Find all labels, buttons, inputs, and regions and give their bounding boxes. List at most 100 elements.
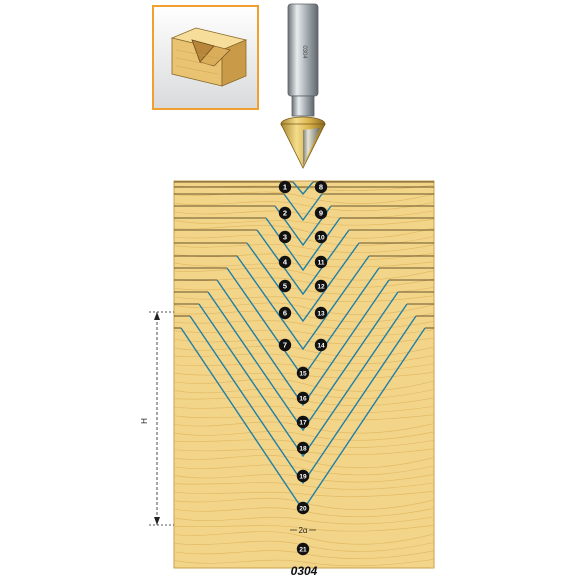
step-marker-label: 2 — [283, 209, 287, 218]
step-marker-label: 19 — [299, 474, 307, 481]
step-marker-dot — [278, 180, 292, 194]
step-marker-label: 4 — [283, 258, 288, 267]
wood-grain-line — [174, 261, 434, 268]
v-groove-outline — [256, 229, 350, 296]
wood-grain-line — [174, 464, 434, 476]
wood-grain-line — [174, 210, 434, 219]
step-marker-label: 16 — [299, 396, 307, 403]
wood-grain-line — [174, 329, 434, 337]
step-marker: 8 — [314, 180, 328, 194]
step-marker: 6 — [278, 306, 292, 320]
step-marker-label: 11 — [318, 260, 325, 267]
step-marker: 9 — [314, 206, 328, 220]
step-marker-label: 12 — [317, 284, 325, 291]
v-groove-router-bit-icon: 0304 — [280, 3, 326, 169]
step-marker-dot — [278, 230, 292, 244]
step-marker-dot — [296, 391, 310, 405]
step-marker-label: 20 — [299, 506, 307, 513]
v-groove-outline — [198, 303, 408, 458]
wood-grain-line — [174, 310, 434, 323]
step-marker: 16 — [296, 391, 310, 405]
step-marker: 3 — [278, 230, 292, 244]
step-marker-dot — [296, 469, 310, 483]
wood-grain-line — [174, 337, 434, 344]
step-marker-dot — [314, 338, 328, 352]
step-marker-dot — [314, 306, 328, 320]
v-groove-outline — [283, 193, 323, 222]
step-marker: 21 — [296, 542, 310, 556]
step-marker: 7 — [278, 338, 292, 352]
step-marker: 18 — [296, 441, 310, 455]
step-marker-label: 13 — [317, 311, 325, 318]
step-marker-dot — [314, 230, 328, 244]
wood-grain-line — [174, 363, 434, 372]
wood-grain-line — [174, 252, 434, 261]
step-marker-dot — [314, 279, 328, 293]
wood-grain-line — [174, 295, 434, 303]
wood-grain-line — [174, 558, 434, 567]
step-marker: 4 — [278, 255, 292, 269]
step-marker-label: 10 — [317, 235, 325, 242]
step-marker: 5 — [278, 279, 292, 293]
step-marker-label: 7 — [283, 341, 287, 350]
step-marker: 12 — [314, 279, 328, 293]
step-marker: 20 — [296, 501, 310, 515]
step-marker: 14 — [314, 338, 328, 352]
step-marker: 2 — [278, 206, 292, 220]
step-marker-label: 21 — [299, 547, 307, 554]
step-marker-label: 14 — [317, 343, 325, 350]
step-marker-label: 15 — [299, 371, 307, 378]
step-marker-dot — [296, 542, 310, 556]
step-marker-dot — [278, 279, 292, 293]
wood-grain-line — [174, 244, 434, 253]
step-marker-dot — [296, 415, 310, 429]
step-marker-dot — [296, 501, 310, 515]
height-dimension — [149, 311, 174, 526]
step-marker: 15 — [296, 366, 310, 380]
step-marker-label: 8 — [319, 183, 323, 192]
step-marker-label: 9 — [319, 209, 323, 218]
step-marker-dot — [278, 306, 292, 320]
step-marker-dot — [296, 366, 310, 380]
step-marker-label: 18 — [299, 446, 307, 453]
step-marker-dot — [278, 255, 292, 269]
v-groove-outline — [236, 255, 370, 351]
step-marker-label: 1 — [283, 183, 287, 192]
step-marker: 10 — [314, 230, 328, 244]
step-marker-label: 5 — [283, 282, 287, 291]
wood-grain-line — [174, 431, 434, 441]
v-groove-outline — [189, 315, 417, 485]
v-groove-outline — [292, 181, 314, 196]
v-groove-outline — [265, 217, 341, 272]
height-dimension-label: H — [140, 418, 149, 424]
wood-grain-line — [174, 353, 434, 365]
product-code: 0304 — [291, 564, 318, 578]
wood-grain-line — [174, 490, 434, 497]
step-marker: 1 — [278, 180, 292, 194]
step-marker: 17 — [296, 415, 310, 429]
step-marker-label: 6 — [283, 309, 287, 318]
wood-grain-line — [174, 482, 434, 490]
step-marker-dot — [314, 180, 328, 194]
step-marker-label: 17 — [299, 420, 307, 427]
svg-text:0304: 0304 — [301, 45, 307, 59]
wood-grain-line — [174, 201, 434, 212]
step-marker: 11 — [314, 255, 328, 269]
step-marker-dot — [314, 206, 328, 220]
wood-grain-line — [174, 218, 434, 226]
v-groove-thumbnail-icon — [152, 5, 259, 110]
wood-grain-line — [174, 378, 434, 392]
wood-grain-line — [174, 516, 434, 525]
wood-grain-line — [174, 224, 434, 239]
wood-grain-line — [174, 531, 434, 545]
wood-grain-line — [174, 320, 434, 330]
step-marker-dot — [296, 441, 310, 455]
wood-grain-line — [174, 455, 434, 469]
wood-grain-line — [174, 302, 434, 316]
step-marker-dot — [278, 206, 292, 220]
wood-grain-line — [174, 405, 434, 414]
wood-grain-line — [174, 267, 434, 281]
wood-grain-line — [174, 286, 434, 295]
